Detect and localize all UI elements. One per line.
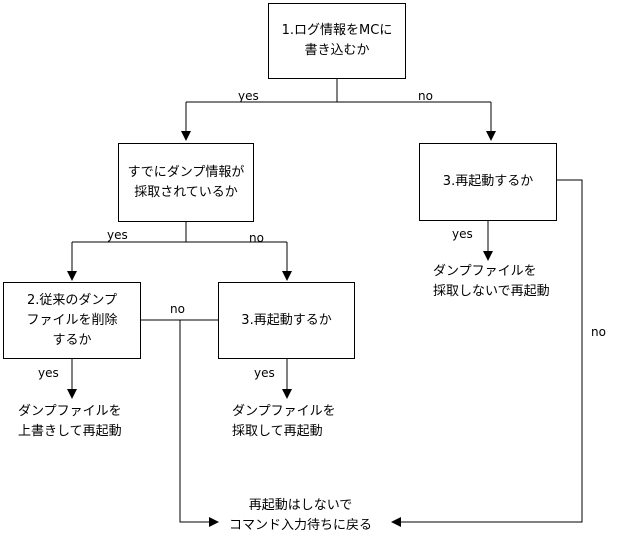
decision-log-to-mc: 1.ログ情報をMCに 書き込むか — [268, 3, 406, 79]
arrow-delete-no-to-return — [179, 320, 219, 527]
decision-reboot-mid: 3.再起動するか — [218, 282, 355, 359]
outcome-overwrite-reboot: ダンプファイルを 上書きして再起動 — [18, 404, 122, 439]
edge-label-yes-mid: yes — [107, 228, 128, 242]
edge-label-no-top: no — [418, 89, 433, 103]
decision-reboot-right: 3.再起動するか — [419, 143, 557, 221]
decision-delete-old-dump: 2.従来のダンプ ファイルを削除 するか — [3, 282, 141, 359]
edge-label-yes-left: yes — [38, 366, 59, 380]
edge-label-yes-mid-lower: yes — [254, 366, 275, 380]
outcome-no-collect-reboot: ダンプファイルを 採取しないで再起動 — [433, 264, 550, 299]
edge-label-no-left: no — [170, 302, 185, 316]
outcome-collect-reboot: ダンプファイルを 採取して再起動 — [232, 404, 336, 439]
outcome-return-command: 再起動はしないで コマンド入力待ちに戻る — [229, 498, 373, 533]
edge-label-yes-top: yes — [238, 89, 259, 103]
decision-dump-taken: すでにダンプ情報が 採取されているか — [118, 143, 254, 222]
edge-label-no-mid: no — [249, 231, 264, 245]
edge-label-yes-right: yes — [452, 227, 473, 241]
edge-label-no-right: no — [591, 325, 606, 339]
arrow-reboot-right-no-to-return — [391, 179, 583, 527]
